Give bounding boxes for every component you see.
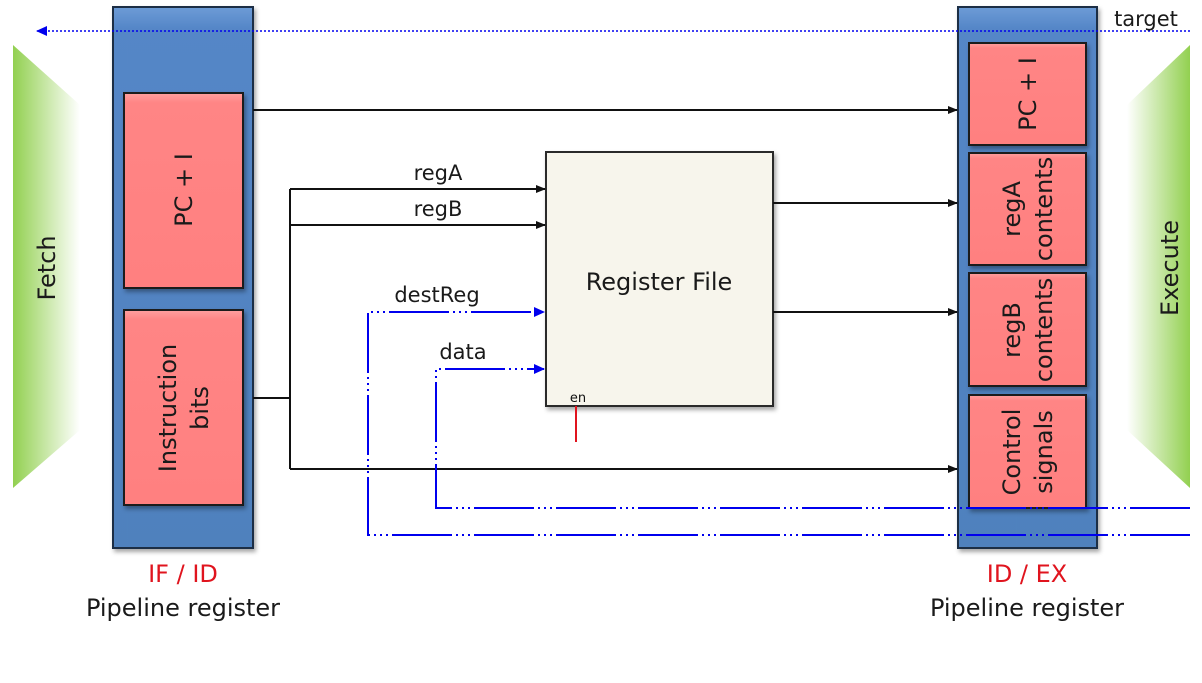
id-ex-pc-box	[968, 42, 1087, 146]
id-ex-control-label-2: signals	[1030, 410, 1058, 494]
fetch-stage-shape	[13, 45, 80, 488]
if-id-register-name: IF / ID	[148, 560, 218, 588]
id-ex-regb-label-1: regB	[998, 302, 1026, 358]
id-ex-rega-box	[968, 152, 1087, 266]
id-ex-field-control[interactable]: Control signals	[968, 394, 1087, 509]
register-file[interactable]: Register File en	[545, 151, 774, 442]
id-ex-register-subtitle: Pipeline register	[930, 594, 1124, 622]
id-ex-register[interactable]: PC + I regA contents regB contents Contr…	[930, 6, 1124, 622]
regb-signal-label: regB	[414, 197, 463, 221]
register-file-title: Register File	[586, 268, 733, 296]
data-signal-label: data	[439, 340, 486, 364]
datapath-wires	[253, 106, 958, 473]
target-signal-label: target	[1114, 7, 1178, 31]
if-id-field-pc[interactable]: PC + I	[123, 92, 244, 289]
destreg-writeback-wire	[367, 307, 1190, 536]
id-ex-pc-label: PC + I	[1014, 57, 1042, 131]
id-ex-field-rega[interactable]: regA contents	[968, 152, 1087, 266]
if-id-pc-label: PC + I	[170, 153, 198, 227]
data-writeback-wire	[435, 364, 1190, 509]
id-ex-regb-label-2: contents	[1030, 278, 1058, 382]
register-file-box	[545, 151, 774, 407]
id-ex-regb-box	[968, 272, 1087, 387]
if-id-field-instruction[interactable]: Instruction bits	[123, 309, 244, 506]
if-id-instruction-label-2: bits	[186, 386, 214, 430]
id-ex-rega-label-2: contents	[1030, 157, 1058, 261]
execute-stage-shape	[1127, 45, 1190, 488]
destreg-signal-label: destReg	[394, 283, 479, 307]
if-id-register-subtitle: Pipeline register	[86, 594, 280, 622]
execute-stage-label: Execute	[1156, 220, 1184, 316]
id-ex-control-label-1: Control	[998, 409, 1026, 496]
id-ex-field-pc[interactable]: PC + I	[968, 42, 1087, 146]
writeback-wires	[36, 26, 1190, 536]
id-ex-control-box	[968, 394, 1087, 509]
if-id-pc-box	[123, 92, 244, 289]
id-ex-register-name: ID / EX	[987, 560, 1068, 588]
id-ex-field-regb[interactable]: regB contents	[968, 272, 1087, 387]
if-id-instruction-box	[123, 309, 244, 506]
id-ex-rega-label-1: regA	[998, 181, 1026, 237]
rega-signal-label: regA	[414, 161, 463, 185]
register-file-enable-label: en	[570, 391, 586, 406]
fetch-stage: Fetch	[13, 45, 80, 488]
if-id-instruction-label-1: Instruction	[154, 344, 182, 472]
if-id-register[interactable]: PC + I Instruction bits IF / ID Pipeline…	[86, 6, 280, 622]
fetch-stage-label: Fetch	[33, 235, 61, 300]
execute-stage: Execute	[1127, 45, 1190, 488]
